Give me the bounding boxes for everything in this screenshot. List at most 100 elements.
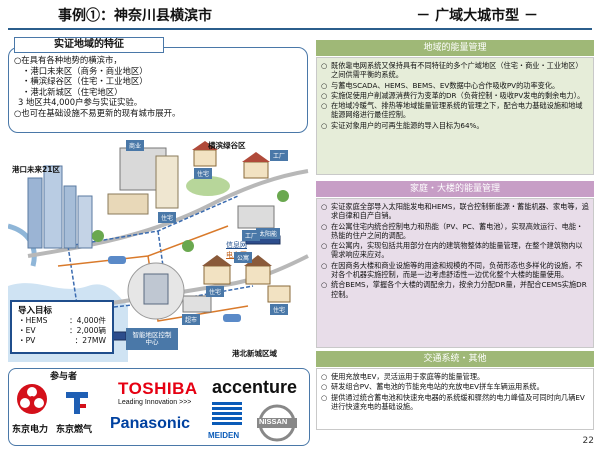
nissan-name: NISSAN — [259, 417, 288, 426]
tree — [92, 230, 104, 242]
meiden-logo-icon — [212, 402, 242, 425]
participants-box — [8, 368, 310, 446]
target-value: ：27MW — [74, 336, 106, 345]
bullet-item: ○在地域冷暖气、排热等地域能量管理系统的管理之下，配合电力基础设施和地域能源网络… — [321, 101, 583, 120]
bullet-item: ○统合BEMS，掌握各个大楼的调配余力，按余力分配DR量，并配合CEMS实施DR… — [321, 280, 587, 299]
bullet-item: ○与蓄电SCADA、HEMS、BEMS、EV数据中心合作吸收PV的功率变化。 — [321, 80, 560, 90]
feature-line: ・横滨绿谷区（住宅・工业地区） — [22, 76, 148, 86]
map-tag: 住宅 — [194, 168, 213, 179]
bullet-item: ○在公寓内，实现包括共用部分在内的建筑物整体的能量管理，在整个建筑物内以需求响应… — [321, 241, 583, 260]
target-row: ・EV ：2,000辆 — [18, 326, 106, 336]
bullet-item: ○实施促使用户削减源消费行为变革的DR（负荷控制・吸收PV发电的剩余电力）。 — [321, 90, 585, 100]
tokyogas-logo — [64, 390, 90, 416]
home-panel: ○实证家庭全部导入太阳能发电和HEMS，联合控制新能源・蓄能机器、家电等，追求自… — [316, 198, 594, 348]
features-heading: 实证地域的特征 — [14, 37, 164, 53]
tokyogas-name: 东京燃气 — [56, 425, 93, 435]
tower-building — [63, 185, 77, 249]
target-value: ：2,000辆 — [69, 326, 106, 335]
ev-car — [223, 314, 241, 322]
toshiba-logo: TOSHIBA — [118, 379, 198, 398]
bullet-item: ○实证家庭全部导入太阳能发电和HEMS，联合控制新能源・蓄能机器、家电等，追求自… — [321, 202, 589, 221]
factory-building — [107, 193, 149, 215]
map-tag: 工厂 — [270, 150, 289, 161]
tokyogas-logo-icon — [66, 392, 88, 414]
feature-line: ○在具有各种地势的横滨市， — [14, 55, 122, 65]
label-info-network: 信息网 — [226, 241, 247, 249]
bullet-item: ○研发组合PV、蓄电池的节能充电站的充放电EV拼车车辆运用系统。 — [321, 382, 544, 392]
tepco-name: 东京电力 — [12, 425, 49, 435]
ev-car — [108, 256, 126, 264]
label-minatomirai: 港口未来21区 — [12, 165, 60, 174]
page-title: 事例①：神奈川县横滨市 － 广域大城市型 － — [58, 4, 538, 26]
map-tag: 住宅 — [158, 212, 177, 223]
title-sub: － 广域大城市型 － — [416, 8, 538, 24]
house — [245, 265, 271, 285]
transport-panel: ○使用充放电EV，灵活运用于家庭等的能量管理。 ○研发组合PV、蓄电池的节能充电… — [316, 368, 594, 430]
road — [27, 169, 309, 258]
title-main: 事例①：神奈川县横滨市 — [58, 8, 212, 24]
map-tag: 公寓 — [234, 252, 253, 263]
panasonic-logo: Panasonic — [110, 415, 191, 432]
nissan-logo: NISSAN — [256, 404, 298, 442]
label-control-center: 智能地区控制中心 — [132, 331, 172, 346]
map-tag: 住宅 — [206, 286, 225, 297]
targets-box: 导入目标 ・HEMS ：4,000件 ・EV ：2,000辆 ・PV ：27MW — [10, 300, 114, 354]
meiden-name: MEIDEN — [208, 431, 240, 440]
title-divider — [8, 28, 592, 30]
targets-heading: 导入目标 — [18, 306, 53, 316]
house-roof — [242, 152, 270, 162]
features-box — [8, 47, 308, 133]
tepco-logo — [16, 383, 48, 415]
house-roof — [192, 141, 218, 150]
home-panel-heading: 家庭・大楼的能量管理 — [316, 181, 594, 197]
house-roof — [244, 255, 272, 266]
target-value: ：4,000件 — [69, 316, 106, 325]
house-roof — [202, 255, 232, 266]
bullet-item: ○在公寓住宅内统合控制电力和热能（PV、PC、蓄电池），实现高效运行、电能・热能… — [321, 221, 584, 240]
apartment-building — [155, 155, 179, 209]
house — [243, 161, 269, 179]
tower-building — [77, 195, 93, 249]
feature-line: 3 地区共4,000户参与实证实验。 — [18, 97, 143, 107]
map-tag: 太阳能 — [256, 228, 281, 239]
bullet-item: ○实证对象用户的可再生能源的导入目标为64%。 — [321, 120, 484, 130]
bullet-item: ○使用充放电EV，灵活运用于家庭等的能量管理。 — [321, 372, 485, 381]
feature-line: ・港北新城区（住宅地区） — [22, 86, 123, 97]
bullet-item: ○既依靠电网系统又保持具有不同特征的多个广域地区（住宅・商业・工业地区）之间供需… — [321, 61, 583, 80]
target-label: ・EV — [18, 326, 36, 335]
features-text: ○在具有各种地势的横滨市， ・港口未来区（商务・商业地区） ・横滨绿谷区（住宅・… — [14, 55, 304, 118]
bullet-item: ○提供通过统合蓄电池和快速充电器的系统缓和骤然的电力峰值及可同时向几辆EV进行快… — [321, 392, 585, 411]
house — [193, 149, 217, 167]
tepco-logo-icon — [17, 384, 47, 414]
label-kohoku: 港北新城区域 — [232, 349, 277, 358]
bullet-item: ○在因商务大楼和商业设施等的用途和规模的不同，负荷形态也多样化的设施，不对各个机… — [321, 260, 583, 280]
tree — [277, 190, 289, 202]
target-row: ・PV ：27MW — [18, 336, 106, 346]
regional-panel: ○既依靠电网系统又保持具有不同特征的多个广域地区（住宅・商业・工业地区）之间供需… — [316, 57, 594, 175]
house — [267, 285, 291, 303]
map-tag: 住宅 — [270, 304, 289, 315]
factory-building — [237, 205, 275, 229]
participants-heading: 参与者 — [50, 372, 78, 382]
house — [203, 265, 231, 285]
control-center-box — [126, 328, 178, 350]
map-tag: 超市 — [182, 314, 201, 325]
park — [186, 176, 230, 196]
tower-building — [43, 165, 63, 249]
target-label: ・HEMS — [18, 316, 48, 325]
transport-panel-heading: 交通系统・其他 — [316, 351, 594, 367]
regional-panel-heading: 地域的能量管理 — [316, 40, 594, 56]
map-tag: 工厂 — [242, 230, 261, 241]
target-row: ・HEMS ：4,000件 — [18, 316, 106, 326]
supermarket — [182, 295, 212, 313]
map-tag: 商业 — [126, 140, 145, 151]
tower-building — [27, 177, 43, 249]
nissan-logo-icon — [257, 404, 297, 442]
feature-line: ・港口未来区（商务・商业地区） — [22, 65, 148, 76]
target-label: ・PV — [18, 336, 36, 345]
toshiba-tagline: Leading Innovation >>> — [118, 399, 192, 406]
feature-line: ○也可在基础设施不易更新的现有城市展开。 — [14, 107, 181, 118]
meiden-logo — [212, 402, 242, 428]
page-number: 22 — [582, 436, 594, 446]
tree — [182, 240, 194, 252]
